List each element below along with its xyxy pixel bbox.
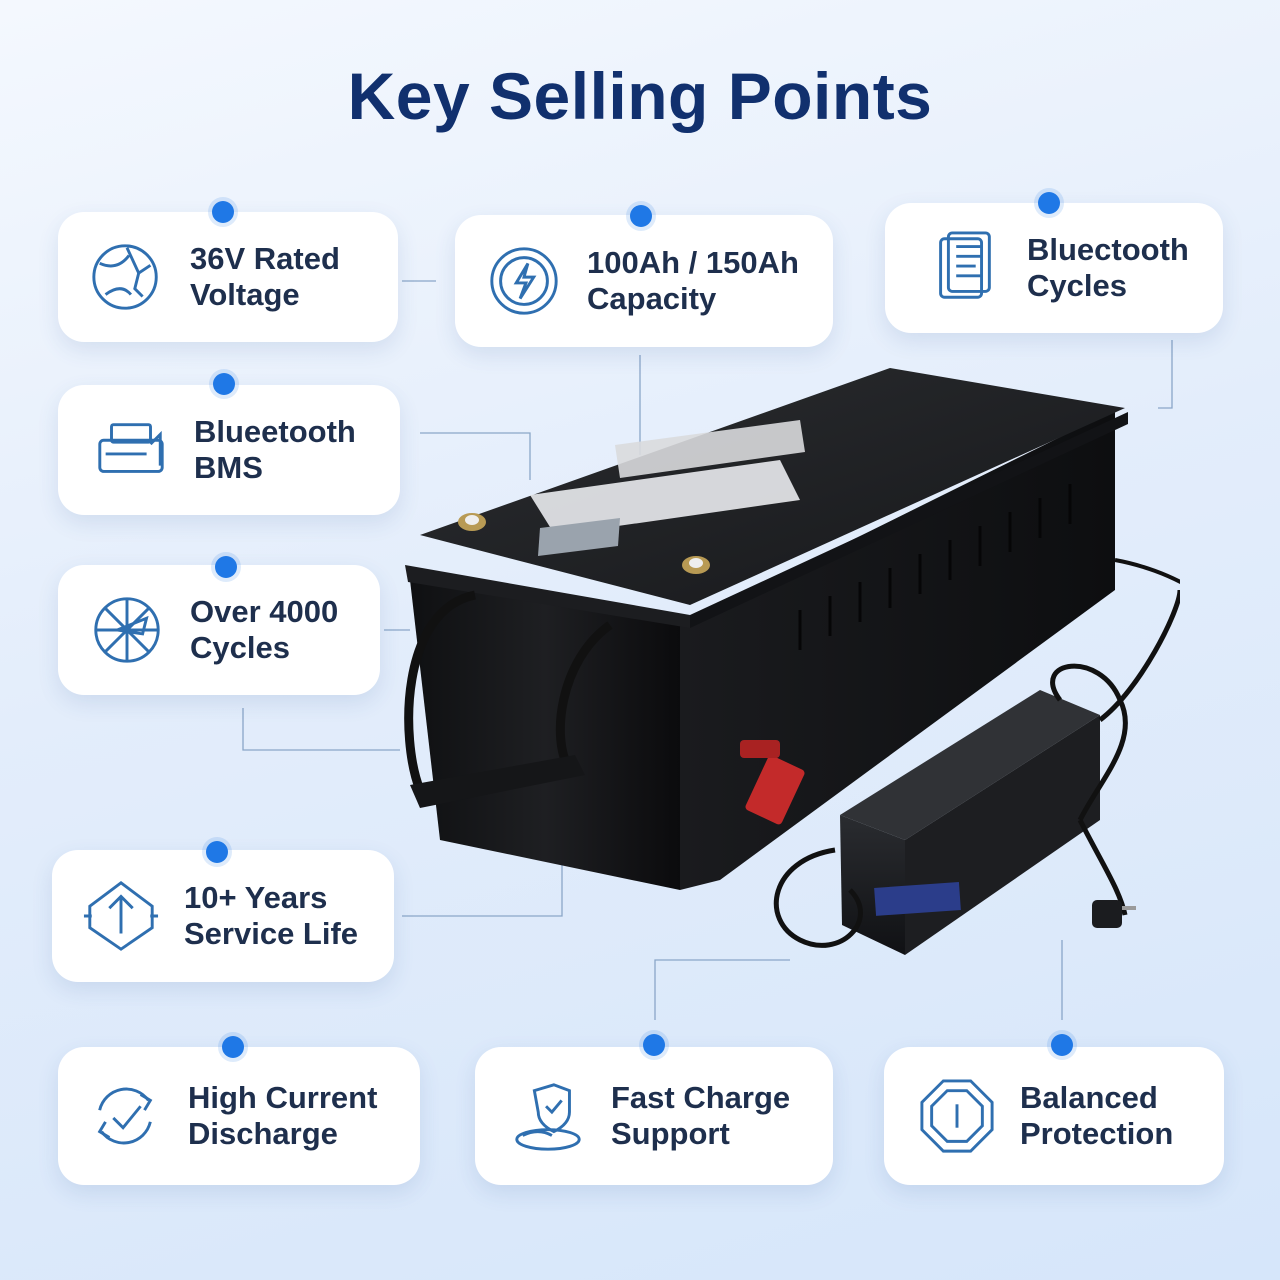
feature-label: 100Ah / 150Ah Capacity bbox=[587, 245, 799, 316]
globe-cracked-icon bbox=[88, 238, 166, 316]
feature-card-fast-charge: Fast Charge Support bbox=[475, 1047, 833, 1185]
feature-dot bbox=[1051, 1034, 1073, 1056]
feature-dot bbox=[630, 205, 652, 227]
feature-label: 10+ Years Service Life bbox=[184, 880, 359, 951]
feature-label: Balanced Protection bbox=[1020, 1080, 1174, 1151]
feature-card-capacity: 100Ah / 150Ah Capacity bbox=[455, 215, 833, 347]
feature-label: Blueetooth BMS bbox=[194, 414, 356, 485]
page-title: Key Selling Points bbox=[347, 59, 933, 133]
feature-card-cycles: Over 4000 Cycles bbox=[58, 565, 380, 695]
battery-product-image bbox=[404, 368, 1180, 955]
feature-card-voltage: 36V Rated Voltage bbox=[58, 212, 398, 342]
feature-dot bbox=[222, 1036, 244, 1058]
refresh-check-icon bbox=[86, 1077, 164, 1155]
feature-dot bbox=[212, 201, 234, 223]
arrow-up-diamond-icon bbox=[82, 877, 160, 955]
feature-card-protection: Balanced Protection bbox=[884, 1047, 1224, 1185]
document-icon bbox=[925, 229, 1003, 307]
shield-check-hand-icon bbox=[509, 1077, 587, 1155]
feature-label: High Current Discharge bbox=[188, 1080, 378, 1151]
octagon-shield-icon bbox=[918, 1077, 996, 1155]
feature-dot bbox=[213, 373, 235, 395]
feature-label: Bluectooth Cycles bbox=[1027, 232, 1189, 303]
feature-label: 36V Rated Voltage bbox=[190, 241, 340, 312]
lightning-circle-icon bbox=[485, 242, 563, 320]
feature-card-bluetooth-bms: Blueetooth BMS bbox=[58, 385, 400, 515]
feature-dot bbox=[643, 1034, 665, 1056]
feature-dot bbox=[206, 841, 228, 863]
feature-label: Over 4000 Cycles bbox=[190, 594, 339, 665]
printer-icon bbox=[92, 411, 170, 489]
feature-dot bbox=[1038, 192, 1060, 214]
globe-plane-icon bbox=[88, 591, 166, 669]
feature-card-bluetooth-cycles: Bluectooth Cycles bbox=[885, 203, 1223, 333]
feature-label: Fast Charge Support bbox=[611, 1080, 791, 1151]
feature-card-service-life: 10+ Years Service Life bbox=[52, 850, 394, 982]
feature-dot bbox=[215, 556, 237, 578]
feature-card-discharge: High Current Discharge bbox=[58, 1047, 420, 1185]
